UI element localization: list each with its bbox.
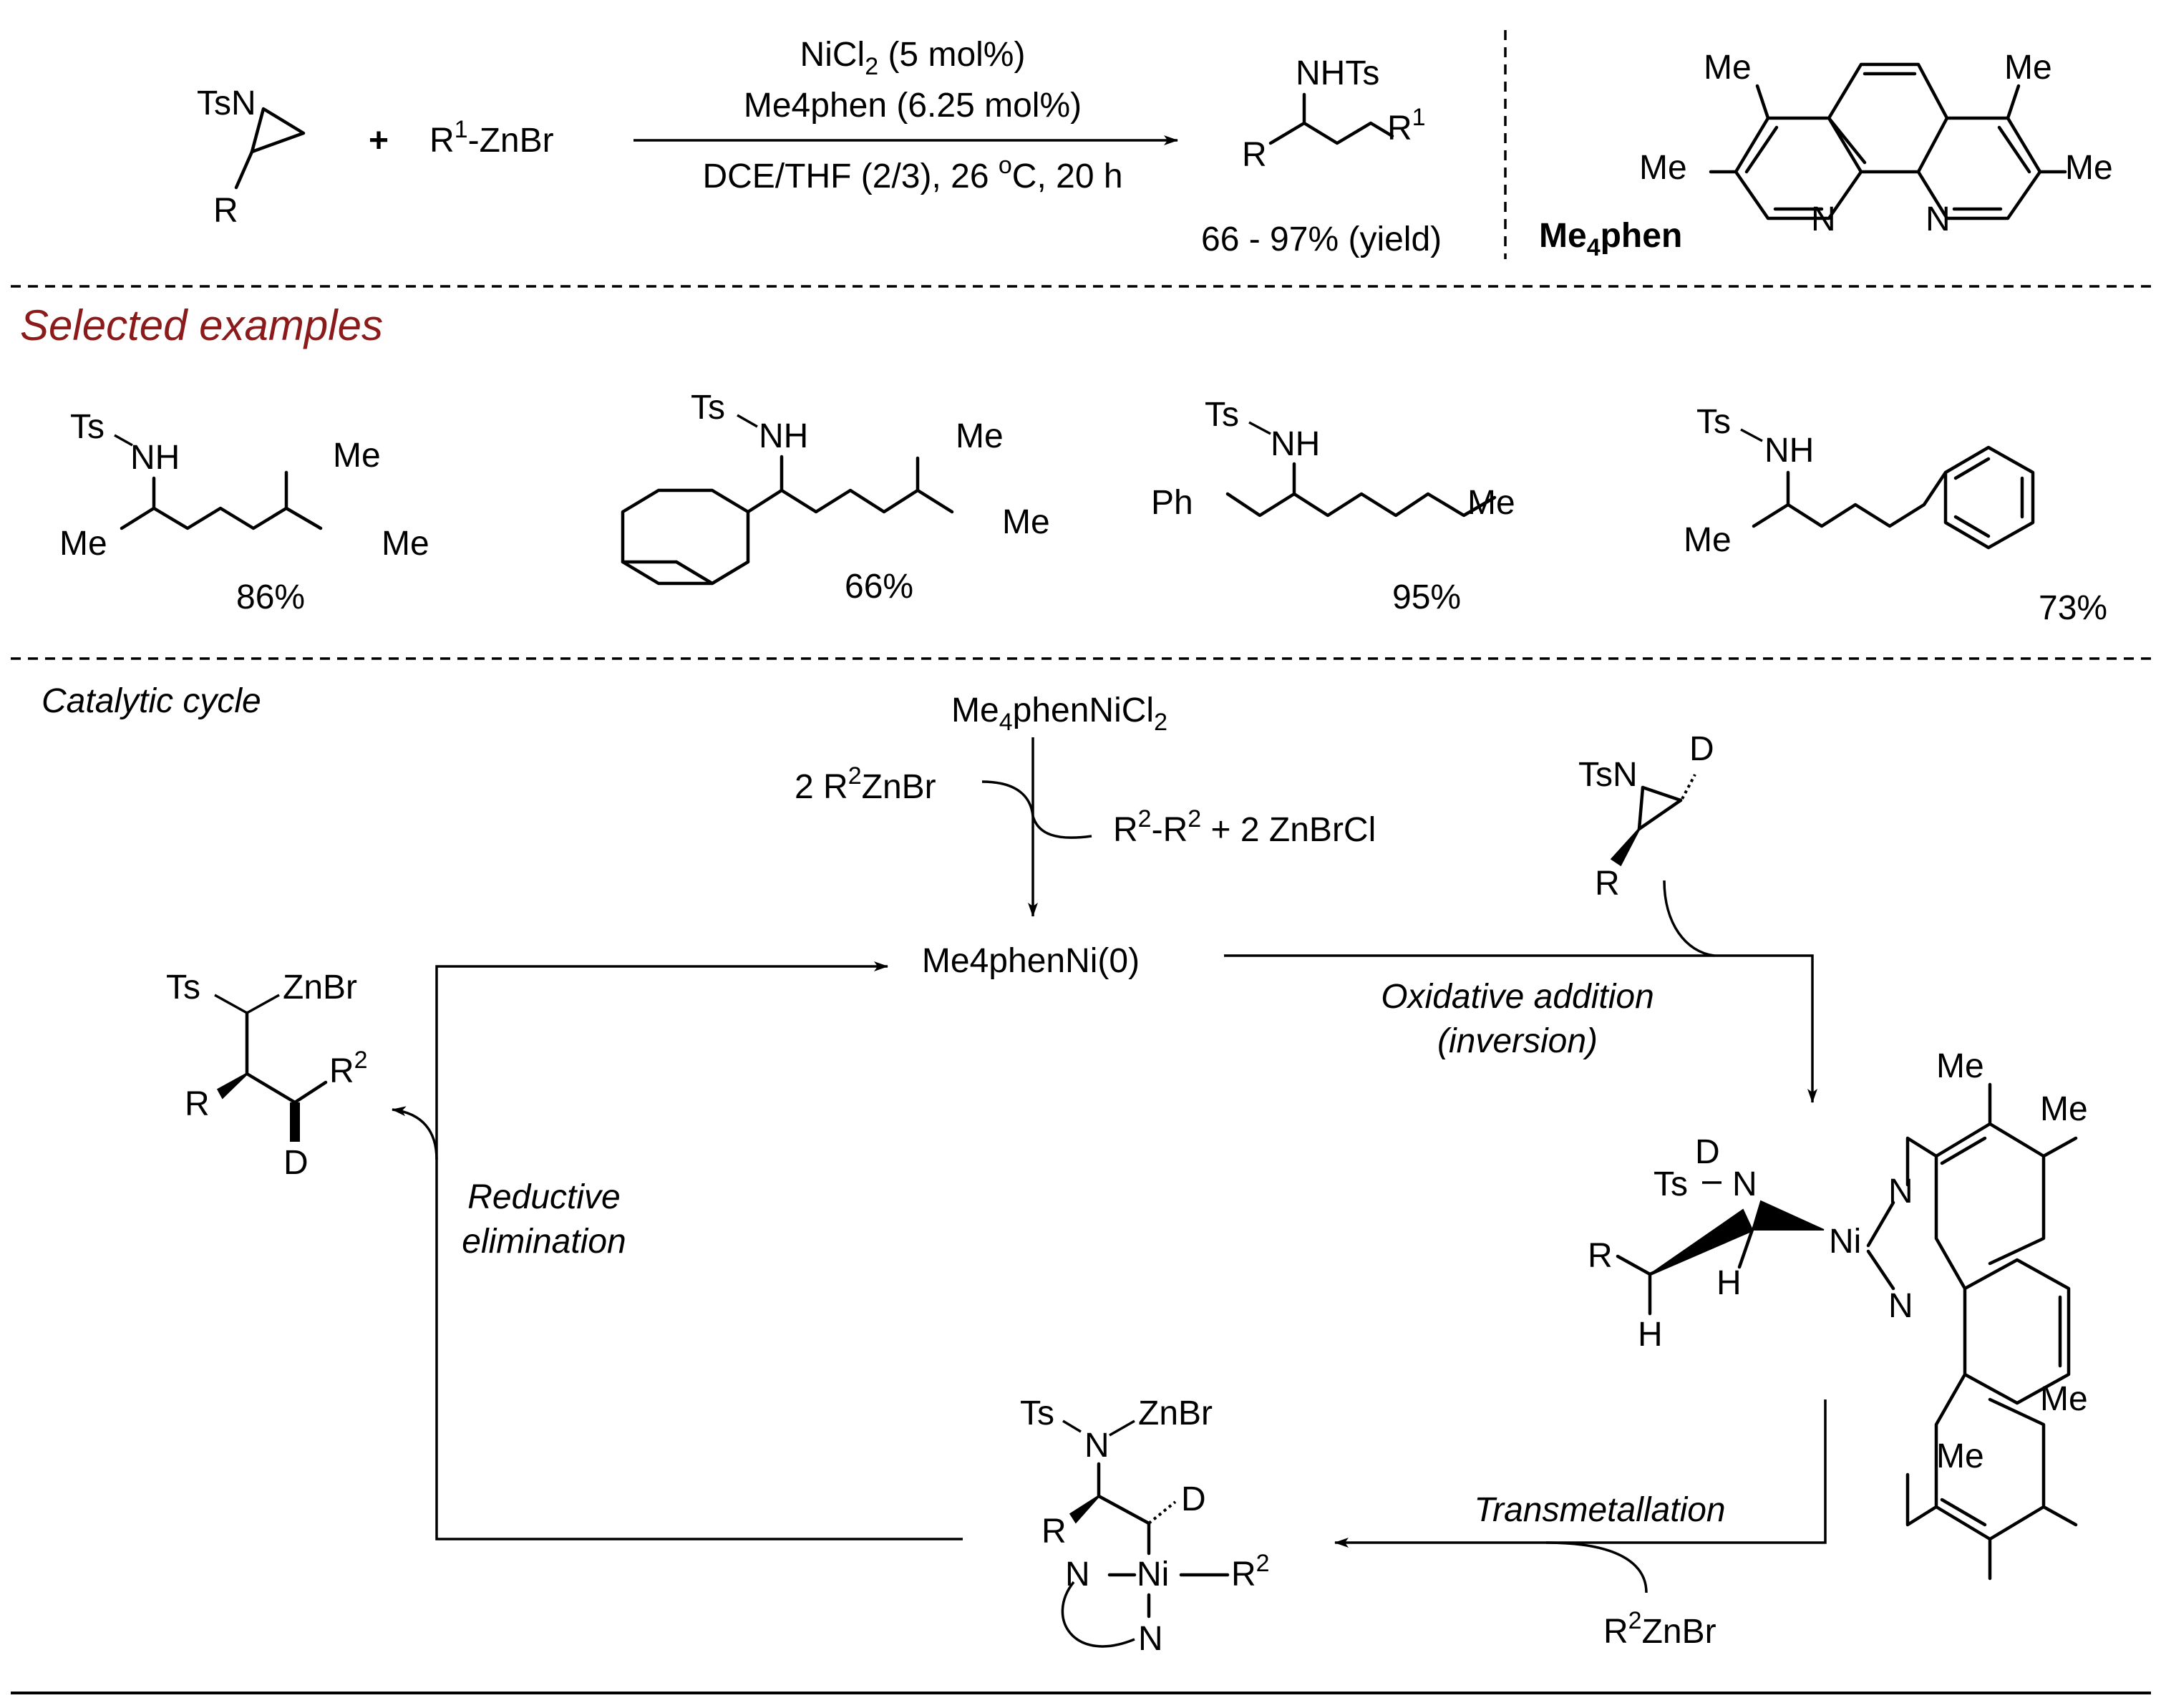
- condition-catalyst: NiCl2 (5 mol%): [800, 36, 1026, 80]
- ex1-me-3: Me: [382, 525, 429, 563]
- transmetallation-arrow: [1334, 1399, 1827, 1548]
- int-ts: Ts: [1020, 1394, 1054, 1432]
- example-4: Ts NH Me 73%: [1684, 403, 2107, 627]
- ligand-me-3: Me: [2004, 49, 2052, 87]
- ex3-ph: Ph: [1151, 484, 1193, 522]
- example-3: Ts NH Ph Me 95%: [1151, 396, 1515, 616]
- ni0-catalyst: Me4phenNi(0): [922, 942, 1140, 980]
- ex3-me: Me: [1467, 484, 1515, 522]
- examples-heading: Selected examples: [20, 301, 383, 349]
- complex-ts: Ts: [1653, 1165, 1688, 1203]
- ligand-n-2: N: [1926, 200, 1951, 238]
- product-r-label: R: [1242, 136, 1267, 174]
- precatalyst-activation: Me4phenNiCl2 2 R2ZnBr R2-R2 + 2 ZnBrCl: [795, 692, 1376, 917]
- oxidative-addition-arrow: [1224, 954, 1817, 1103]
- deuterated-aziridine: TsN D R: [1578, 730, 1714, 903]
- complex-n: N: [1732, 1165, 1757, 1203]
- product-r1-label: R1: [1387, 104, 1426, 147]
- complex-h-2: H: [1716, 1264, 1742, 1302]
- ligand-n-1: N: [1811, 200, 1836, 238]
- ex3-ts: Ts: [1205, 396, 1239, 434]
- aziridine-tsn-label: TsN: [197, 84, 256, 122]
- complex-me-1: Me: [1936, 1047, 1984, 1085]
- ex2-me-2: Me: [1002, 503, 1050, 541]
- main-reaction: TsN R + R1-ZnBr NiCl2 (5 mol%) Me4phen (…: [197, 36, 1442, 258]
- reductive-elimination-label-2: elimination: [462, 1223, 626, 1261]
- precatalyst: Me4phenNiCl2: [951, 692, 1167, 736]
- complex-me-3: Me: [2040, 1380, 2088, 1418]
- alkyl-nickel-intermediate: Ts N ZnBr R D Ni N R2 N: [1020, 1394, 1270, 1658]
- product-nhts-label: NHTs: [1296, 54, 1379, 92]
- reductant: 2 R2ZnBr: [795, 762, 936, 806]
- int-n: N: [1084, 1427, 1109, 1465]
- prod-d: D: [283, 1144, 309, 1182]
- example-2: Ts NH Me Me 66%: [621, 389, 1050, 606]
- prod-r: R: [185, 1085, 210, 1123]
- complex-r: R: [1588, 1237, 1613, 1275]
- transmetallation-label: Transmetallation: [1474, 1491, 1725, 1529]
- complex-h-1: H: [1638, 1316, 1663, 1354]
- complex-ni: Ni: [1829, 1223, 1861, 1261]
- ex3-yield: 95%: [1392, 578, 1461, 616]
- cycle-product: Ts ZnBr R R2 D: [166, 969, 368, 1182]
- int-r2: R2: [1231, 1550, 1270, 1593]
- oxidative-addition-label-1: Oxidative addition: [1381, 978, 1654, 1016]
- ligand-me-4: Me: [2065, 149, 2113, 187]
- int-ni: Ni: [1137, 1556, 1169, 1593]
- d-aziridine-r: R: [1595, 865, 1620, 903]
- ex1-me-1: Me: [59, 525, 107, 563]
- condition-ligand: Me4phen (6.25 mol%): [744, 87, 1082, 125]
- int-znbr: ZnBr: [1138, 1394, 1213, 1432]
- aziridine-reactant: TsN R: [197, 84, 306, 230]
- reductive-elimination-label-1: Reductive: [467, 1178, 620, 1216]
- ex2-nh: NH: [759, 417, 808, 455]
- int-n-ligand-2: N: [1138, 1620, 1163, 1658]
- prod-znbr: ZnBr: [283, 969, 357, 1006]
- aziridine-r-label: R: [213, 192, 238, 230]
- activation-byproducts: R2-R2 + 2 ZnBrCl: [1113, 805, 1376, 849]
- transmetallation-reagent: R2ZnBr: [1603, 1607, 1716, 1651]
- ligand-me-1: Me: [1704, 49, 1752, 87]
- ex2-yield: 66%: [845, 568, 913, 606]
- complex-d: D: [1695, 1133, 1720, 1171]
- ex4-nh: NH: [1764, 432, 1814, 470]
- ex4-me: Me: [1684, 521, 1732, 559]
- yield-range: 66 - 97% (yield): [1201, 220, 1442, 258]
- ex1-yield: 86%: [236, 578, 305, 616]
- complex-me-4: Me: [1936, 1437, 1984, 1475]
- prod-ts: Ts: [166, 969, 200, 1006]
- int-r: R: [1041, 1513, 1067, 1551]
- oxidative-addition-label-2: (inversion): [1437, 1022, 1598, 1060]
- nickel-azetidine-complex: Me Me Me Me N N Ni D Ts N R H H: [1588, 1047, 2088, 1581]
- d-aziridine-d: D: [1689, 730, 1714, 768]
- complex-ligand-n-2: N: [1888, 1287, 1913, 1325]
- ligand-name: Me4phen: [1539, 217, 1682, 261]
- d-aziridine-tsn: TsN: [1578, 756, 1638, 794]
- complex-me-2: Me: [2040, 1090, 2088, 1128]
- ex1-me-2: Me: [333, 437, 381, 475]
- ex2-ts: Ts: [691, 389, 725, 427]
- ex1-ts: Ts: [70, 408, 105, 446]
- reaction-product: NHTs R R1 66 - 97% (yield): [1201, 54, 1442, 258]
- example-1: Ts NH Me Me Me 86%: [59, 408, 429, 616]
- ex4-ts: Ts: [1696, 403, 1731, 441]
- ex1-nh: NH: [130, 439, 180, 477]
- cycle-heading: Catalytic cycle: [42, 682, 261, 720]
- ex2-me-1: Me: [956, 417, 1004, 455]
- int-d: D: [1181, 1480, 1206, 1518]
- me4phen-ligand: Me Me Me Me N N Me4phen: [1539, 49, 2113, 261]
- plus-sign: +: [369, 122, 389, 160]
- ligand-me-2: Me: [1639, 149, 1687, 187]
- reductive-elimination-arrow: [392, 1106, 438, 1160]
- cycle-return-arrow: [435, 961, 963, 1540]
- prod-r2: R2: [329, 1047, 368, 1090]
- organozinc-reagent: R1-ZnBr: [429, 116, 554, 160]
- ex3-nh: NH: [1271, 425, 1320, 463]
- ex4-yield: 73%: [2039, 589, 2107, 627]
- condition-solvent-temp-time: DCE/THF (2/3), 26 oC, 20 h: [702, 152, 1122, 195]
